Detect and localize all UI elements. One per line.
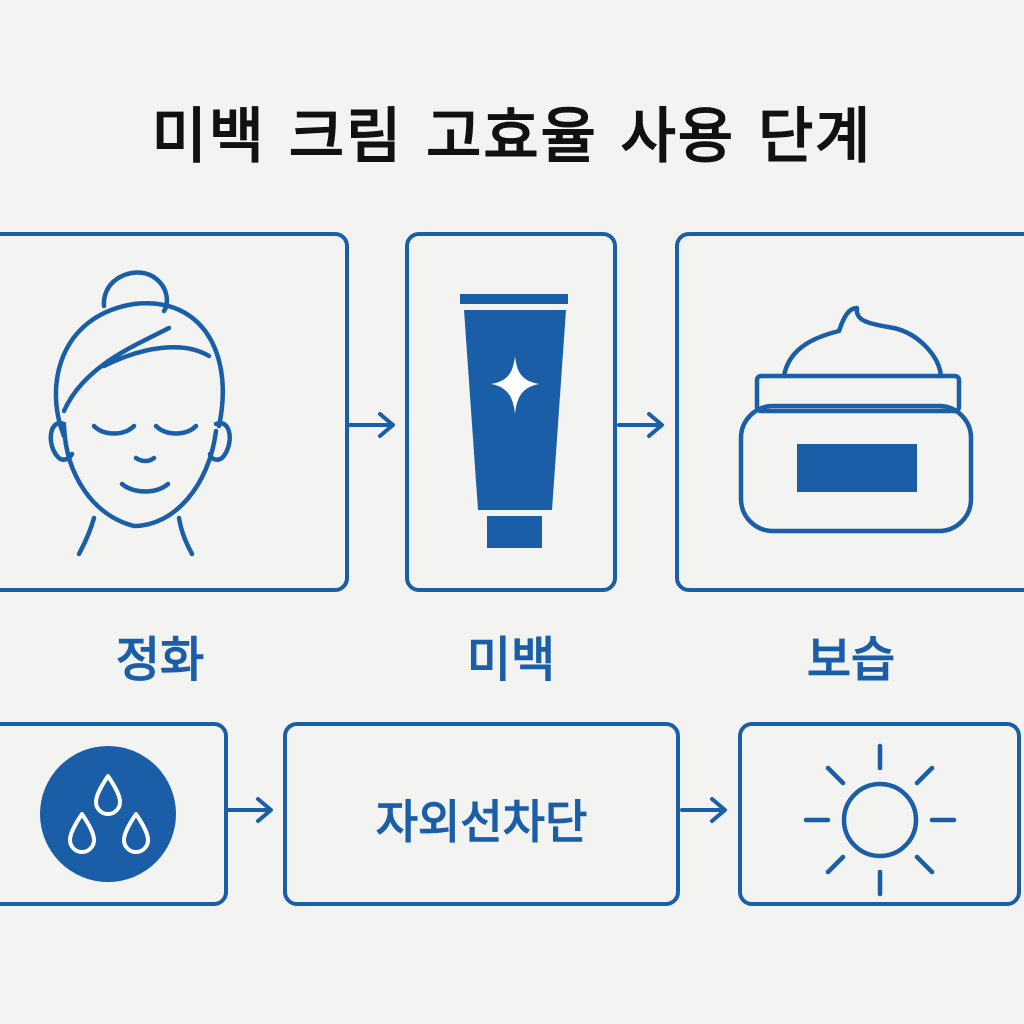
sunscreen-label: 자외선차단 [375,795,588,849]
sun-icon [803,743,957,897]
step-box-whitening [405,232,617,592]
water-drops-icon [40,746,176,882]
step-box-cleansing [0,232,349,592]
hydration-box [0,722,228,906]
step-box-moisturizing [675,232,1024,592]
arrow-right-icon [680,797,727,823]
arrow-right-icon [348,412,395,438]
cream-jar-icon [738,305,974,534]
step-label-whitening: 미백 [466,632,556,688]
arrow-right-icon [226,797,273,823]
sunscreen-box: 자외선차단 [283,722,680,906]
arrow-right-icon [617,412,664,438]
cream-tube-icon [460,294,568,548]
step-label-cleansing: 정화 [115,632,205,688]
step-label-moisturizing: 보습 [806,632,896,688]
page-title: 미백 크림 고효율 사용 단계 [151,102,873,172]
face-icon [48,270,232,557]
sun-box [738,722,1021,906]
